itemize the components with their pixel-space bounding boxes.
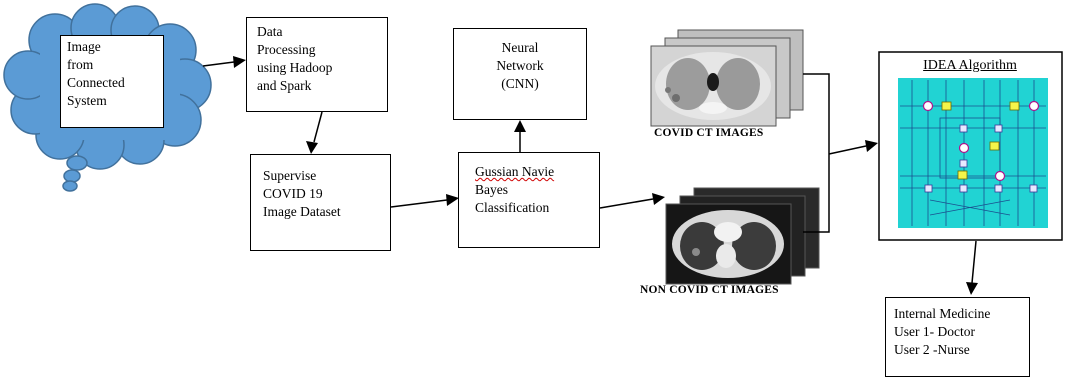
cloud-bubbles [62, 155, 88, 192]
noncovid-ct-caption: NON COVID CT IMAGES [640, 284, 779, 296]
idea-algorithm-panel [878, 51, 1063, 241]
idea-algorithm-title: IDEA Algorithm [923, 58, 1017, 73]
cnn-box: Neural Network (CNN) [453, 28, 587, 120]
idea-xor-nodes [924, 124, 1038, 193]
arrowheads [233, 56, 978, 295]
classifier-box: Gussian Navie Bayes Classification [458, 152, 600, 248]
idea-add-nodes [941, 101, 1020, 180]
dataset-box: Supervise COVID 19 Image Dataset [250, 154, 391, 251]
arrow-classifier-to-noncovid [599, 198, 654, 209]
covid-ct-image-stack [650, 29, 804, 127]
arrow-processing-to-dataset [313, 111, 323, 143]
bracket-images [803, 73, 830, 233]
arrow-source-to-processing [202, 61, 235, 67]
arrow-dataset-to-classifier [390, 199, 448, 208]
arrow-algorithm-to-output [971, 240, 977, 284]
idea-multiply-nodes [922, 100, 1040, 182]
arrow-images-to-algorithm [828, 145, 867, 155]
source-text-box: Image from Connected System [60, 35, 164, 128]
noncovid-ct-image-stack [665, 187, 820, 285]
connectors [202, 61, 977, 284]
output-box: Internal Medicine User 1- Doctor User 2 … [885, 297, 1030, 377]
covid-ct-caption: COVID CT IMAGES [654, 127, 764, 139]
processing-box: Data Processing using Hadoop and Spark [246, 17, 388, 112]
